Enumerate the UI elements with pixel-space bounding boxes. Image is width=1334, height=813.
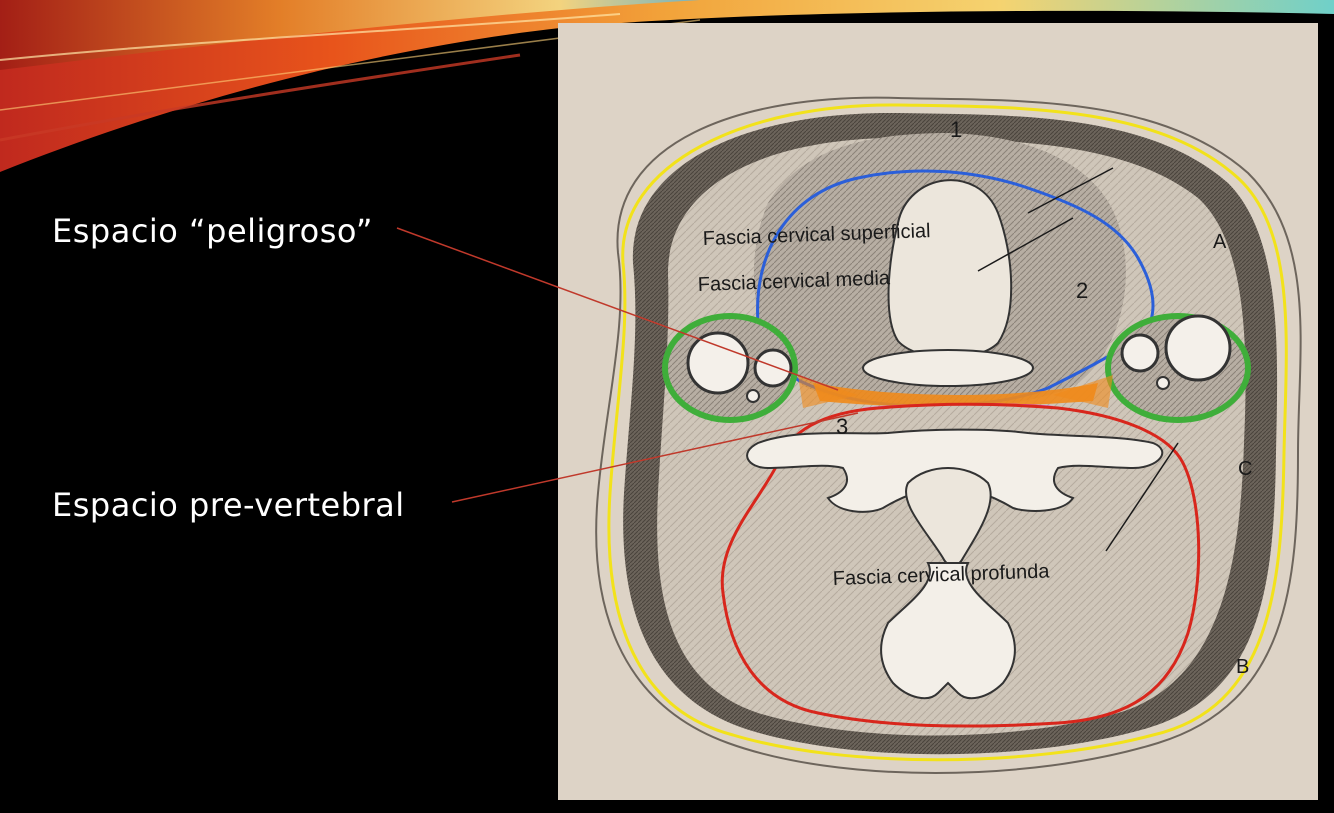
prevertebral-leader — [452, 413, 858, 502]
danger-space-leader — [397, 228, 838, 390]
danger-space-label: Espacio “peligroso” — [52, 212, 373, 250]
prevertebral-space-label: Espacio pre-vertebral — [52, 486, 405, 524]
